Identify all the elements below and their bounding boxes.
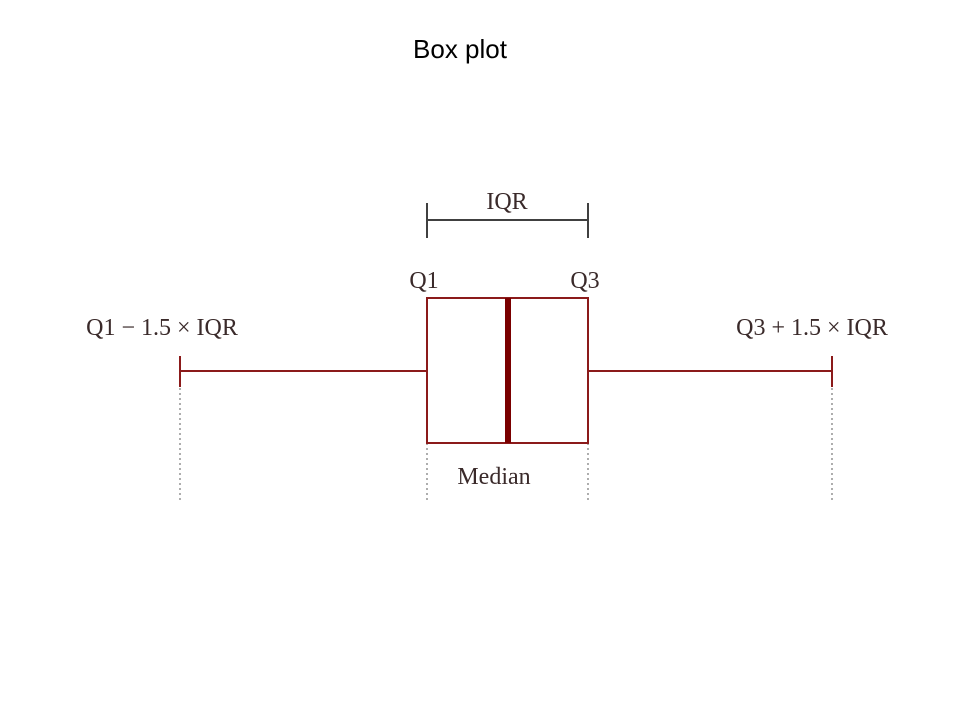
iqr-bracket [426,203,589,238]
q1-label: Q1 [409,268,438,294]
guide-lines [179,388,833,502]
q3-label: Q3 [570,268,599,294]
lower-fence-label: Q1 − 1.5 × IQR [86,315,238,341]
slide-title: Box plot [413,34,507,64]
upper-fence-label: Q3 + 1.5 × IQR [736,315,888,341]
iqr-label: IQR [486,189,527,215]
whiskers [179,356,833,387]
median-label: Median [457,464,530,490]
